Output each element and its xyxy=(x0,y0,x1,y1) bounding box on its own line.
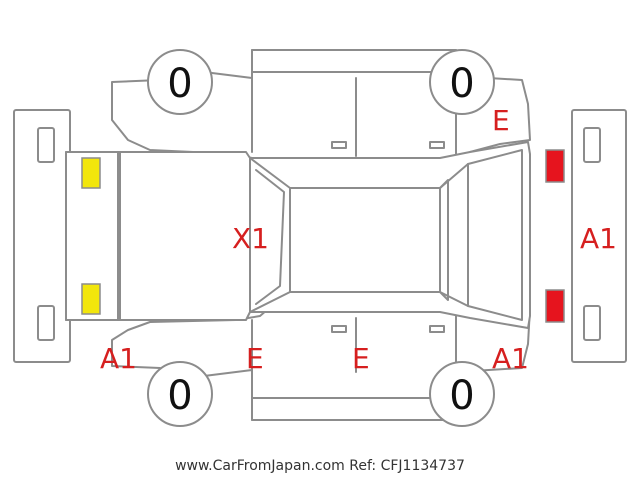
tire-rear-left: 0 xyxy=(147,49,213,115)
front-left-lamp xyxy=(545,149,565,183)
tire-front-right: 0 xyxy=(429,361,495,427)
tire-front-right-rating: 0 xyxy=(449,373,474,419)
reference-footer: www.CarFromJapan.com Ref: CFJ1134737 xyxy=(175,458,465,474)
damage-mark-side-door-rear: E xyxy=(352,342,370,375)
rear-bumper xyxy=(13,109,71,363)
damage-mark-front-door-corner: E xyxy=(492,104,510,137)
damage-mark-roof: X1 xyxy=(232,222,269,255)
damage-mark-right-panel: A1 xyxy=(580,222,617,255)
rear-right-lamp xyxy=(81,283,101,315)
damage-mark-rear-left-corner: A1 xyxy=(100,342,137,375)
damage-mark-rear-right-corner: A1 xyxy=(492,342,529,375)
tire-front-left-rating: 0 xyxy=(449,61,474,107)
front-bumper xyxy=(571,109,627,363)
tire-front-left: 0 xyxy=(429,49,495,115)
tire-rear-right-rating: 0 xyxy=(167,373,192,419)
damage-mark-side-door-front: E xyxy=(246,342,264,375)
tire-rear-left-rating: 0 xyxy=(167,61,192,107)
bottom-roof-strip xyxy=(251,397,457,421)
car-body-top-view xyxy=(65,141,531,329)
top-roof-strip xyxy=(251,49,457,73)
rear-left-lamp xyxy=(81,157,101,189)
front-right-lamp xyxy=(545,289,565,323)
tire-rear-right: 0 xyxy=(147,361,213,427)
